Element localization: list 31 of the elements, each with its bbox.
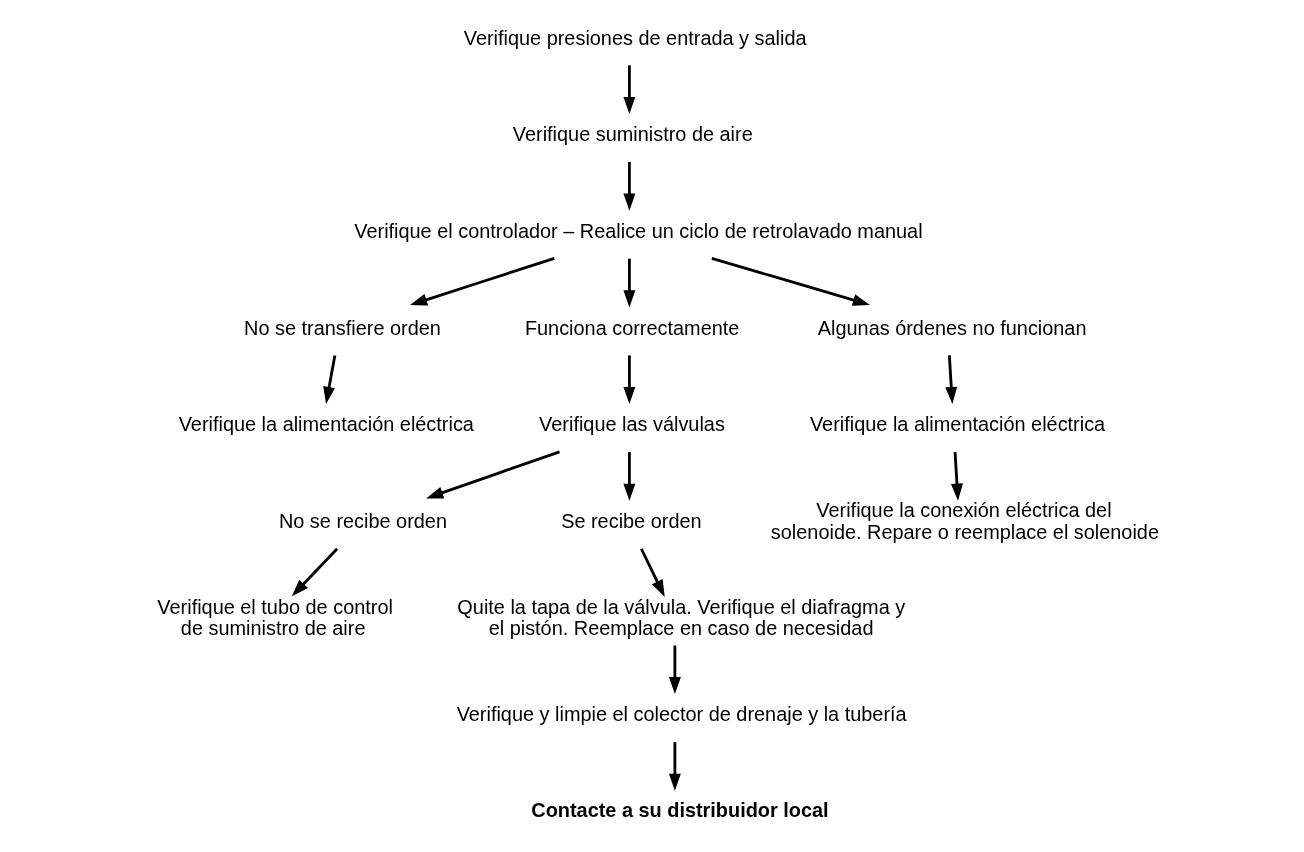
node-text: Verifique las válvulas [538,413,725,436]
node-text: Verifique el controlador – Realice un ciclo de retrolavado manual [353,219,923,242]
node-text: Contacte a su distribuidor local [530,798,829,821]
arrow [322,355,336,404]
arrow [622,452,635,501]
arrow [668,742,681,791]
node-text: Verifique presiones de entrada y salida [463,26,807,49]
arrow [291,547,338,597]
node-text: Se recibe orden [560,509,702,532]
arrow [622,355,635,405]
node-text: Quite la tapa de la válvula. Verifique el diafragma y el pistón. Reemplace en caso de necesidad [456,595,905,640]
node-text: Verifique la alimentación eléctrica [178,413,474,436]
arrow [950,452,963,501]
arrow [409,257,555,306]
arrow [639,548,665,597]
arrow [668,645,681,695]
node-text: Verifique suministro de aire [512,123,753,146]
node-text: Verifique y limpie el colector de drenaje y la tubería [456,703,907,726]
arrow [944,355,957,405]
arrow [622,162,635,211]
arrow [710,257,870,306]
node-text: Verifique la conexión eléctrica del solenoide. Repare o reemplace el solenoide [770,499,1159,543]
node-text: Funciona correctamente [524,316,739,339]
node-text: Algunas órdenes no funcionan [817,316,1087,339]
arrow [622,258,635,308]
arrow [425,450,560,499]
node-text: No se transfiere orden [243,316,441,339]
node-text: Verifique la alimentación eléctrica [809,413,1105,436]
arrow [622,65,635,115]
node-text: No se recibe orden [278,509,447,532]
node-text: Verifique el tubo de control de suministro de aire [156,595,393,640]
